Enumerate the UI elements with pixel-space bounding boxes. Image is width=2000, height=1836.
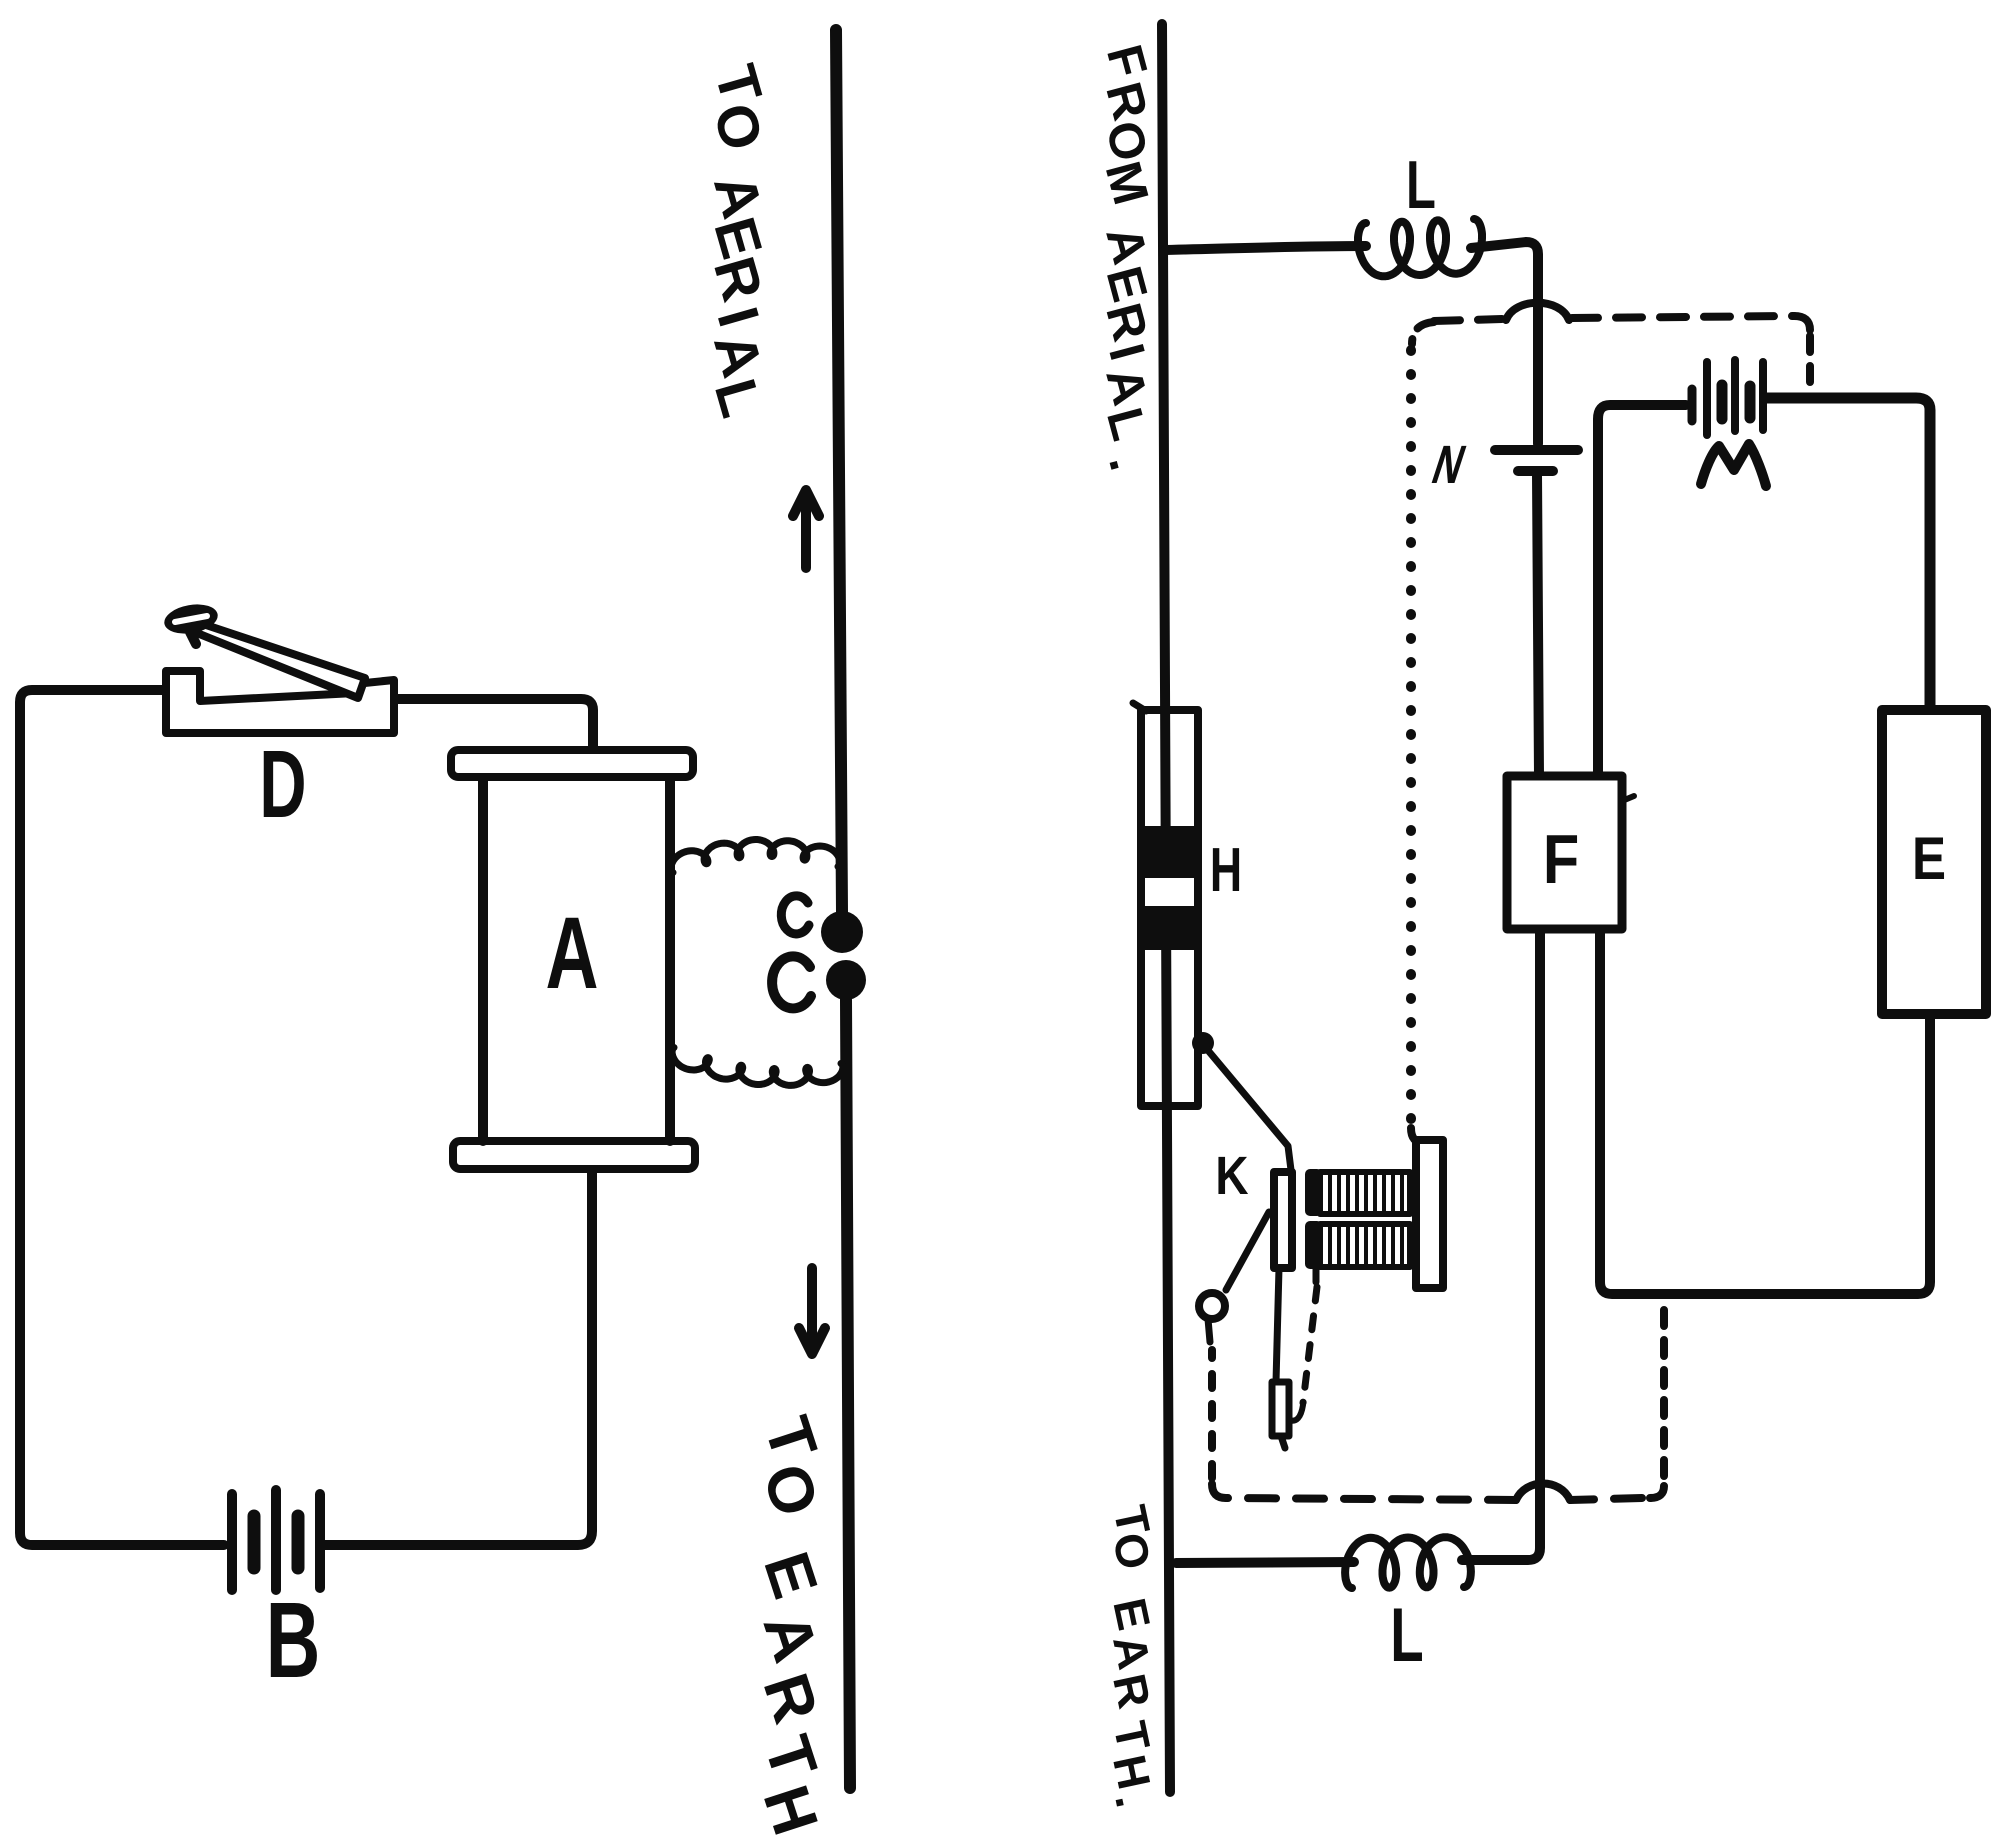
svg-text:L: L [1406,146,1436,223]
svg-text:B: B [266,1580,321,1700]
svg-text:E: E [1912,825,1946,892]
svg-text:H: H [1210,836,1242,905]
svg-text:K: K [1215,1146,1248,1206]
svg-text:L: L [1390,1593,1423,1678]
svg-text:D: D [259,732,306,838]
svg-text:F: F [1543,819,1579,898]
svg-text:A: A [545,896,598,1010]
